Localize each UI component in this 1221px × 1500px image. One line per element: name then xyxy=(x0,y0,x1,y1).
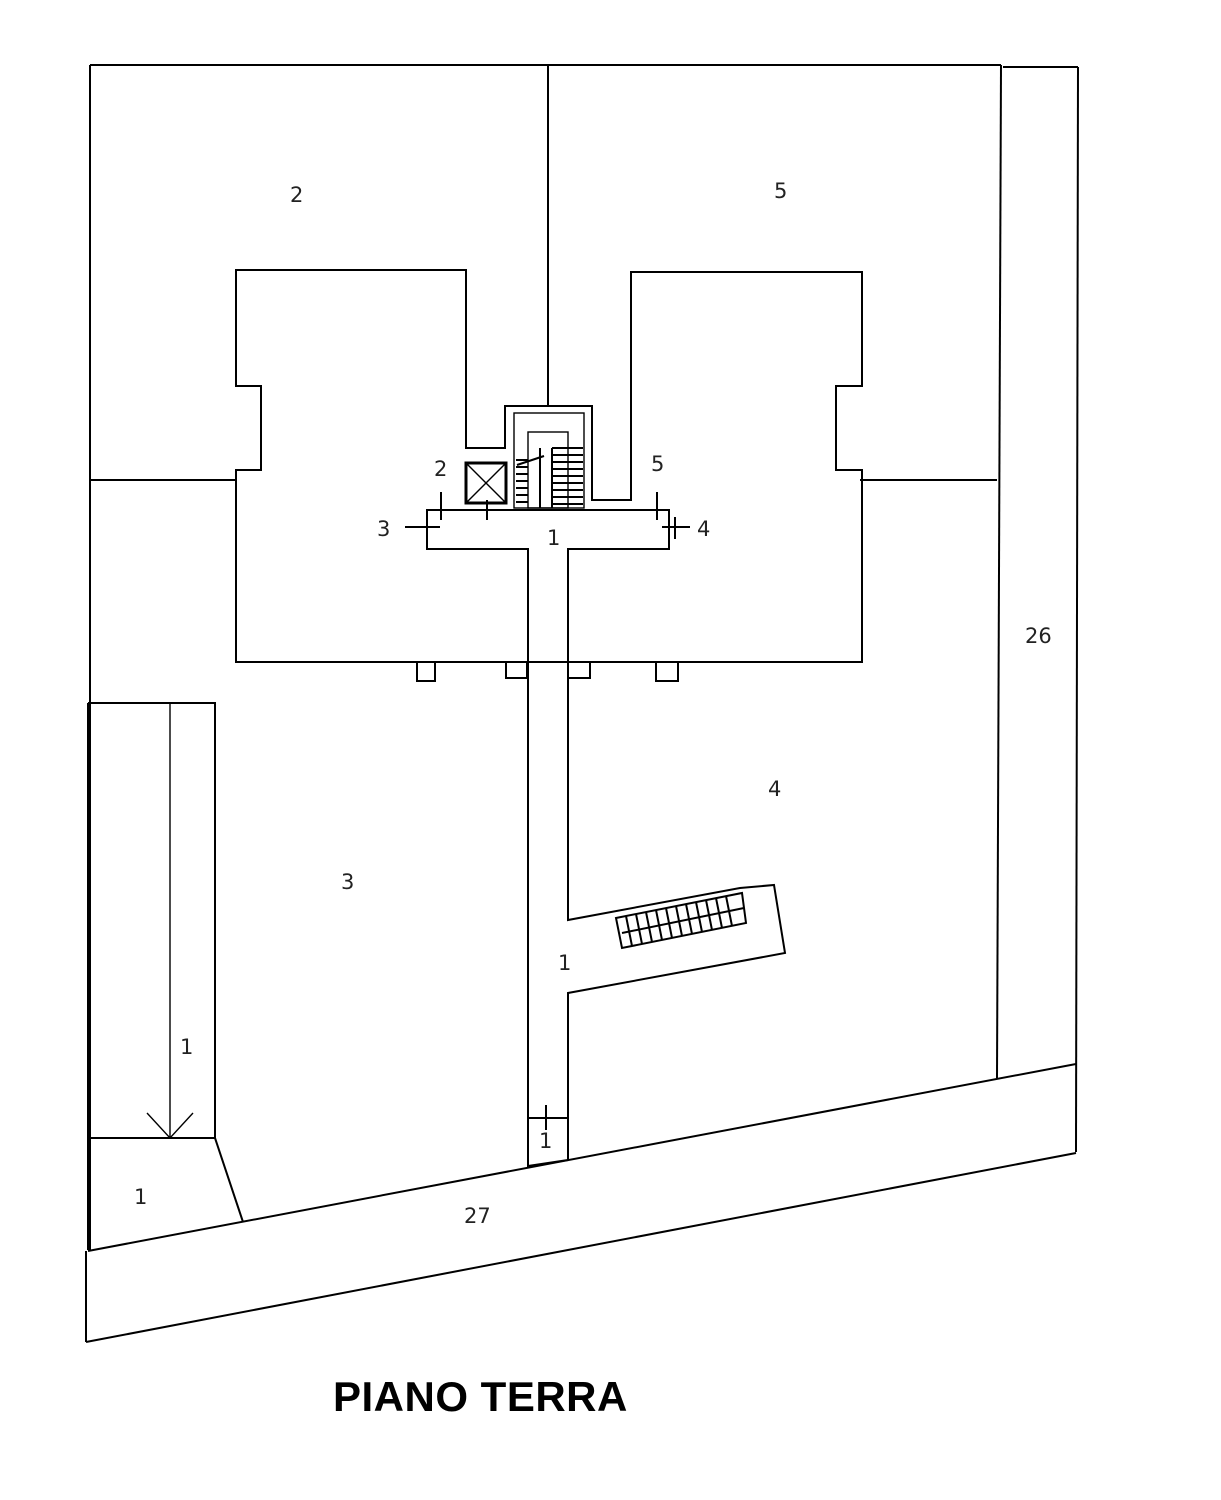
door-2-label: 2 xyxy=(434,457,447,481)
plan-title: PIANO TERRA xyxy=(333,1373,628,1420)
lot-26-label: 26 xyxy=(1025,624,1052,648)
door-5-label: 5 xyxy=(651,452,664,476)
lot-26-strip xyxy=(1003,66,1079,1153)
ramp-label: 1 xyxy=(180,1035,193,1059)
building-wall-notches xyxy=(416,662,679,682)
entry-label: 1 xyxy=(134,1185,147,1209)
common-corridor xyxy=(426,509,787,1168)
parcel-boundary xyxy=(89,64,1002,1250)
lot-5-label: 5 xyxy=(774,179,787,203)
lot-3-label: 3 xyxy=(341,870,354,894)
lot-4-label: 4 xyxy=(768,777,781,801)
corridor-gate xyxy=(528,1105,568,1130)
lot-2-label: 2 xyxy=(290,183,303,207)
door-3-label: 3 xyxy=(377,517,390,541)
exterior-stair xyxy=(614,891,748,950)
gate-label: 1 xyxy=(539,1129,552,1153)
stair-core xyxy=(513,412,585,509)
door-marks xyxy=(405,492,690,539)
corridor-label: 1 xyxy=(547,526,560,550)
driveway xyxy=(87,702,244,1250)
elevator-icon xyxy=(464,461,508,505)
path-label: 1 xyxy=(558,951,571,975)
lot-labels: 2 5 3 4 26 27 1 1 1 1 1 2 3 4 5 xyxy=(134,179,1052,1228)
lot-27-label: 27 xyxy=(464,1204,491,1228)
door-4-label: 4 xyxy=(697,517,710,541)
building-outline xyxy=(235,269,863,663)
lot-27-strip xyxy=(85,1063,1077,1343)
